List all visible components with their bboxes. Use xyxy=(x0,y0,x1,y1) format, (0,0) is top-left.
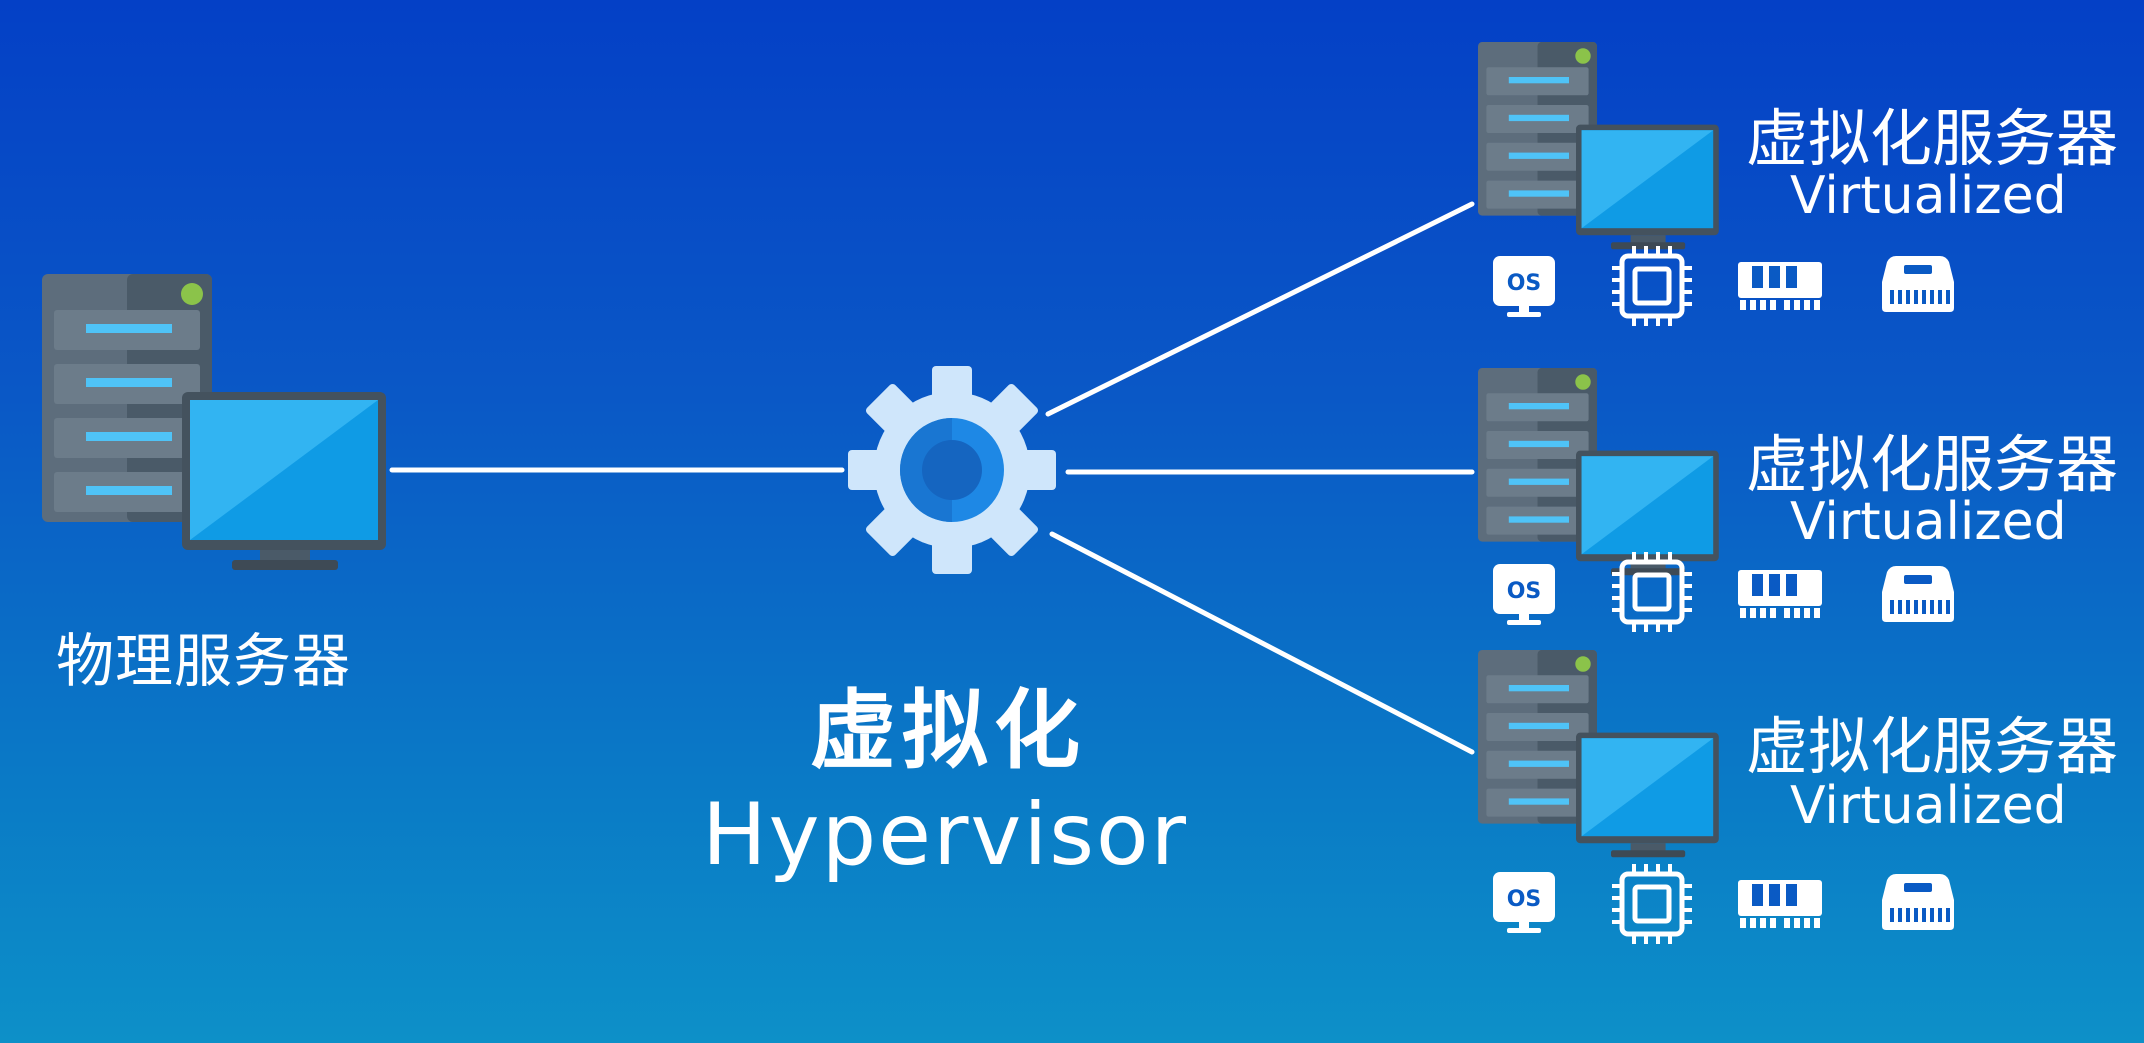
virtual-server-label-zh: 虚拟化服务器 xyxy=(1746,710,2119,783)
hypervisor-label-zh: 虚拟化 xyxy=(810,681,1086,781)
virtual-server-label-en: Virtualized xyxy=(1790,166,2067,226)
ram-module-icon xyxy=(1738,880,1822,928)
cpu-chip-icon xyxy=(1612,246,1692,326)
ram-module-icon xyxy=(1738,262,1822,310)
virtual-server-label-zh: 虚拟化服务器 xyxy=(1746,428,2119,501)
virtual-server-icon xyxy=(1478,42,1719,250)
disk-drive-icon xyxy=(1882,874,1954,930)
disk-drive-icon xyxy=(1882,256,1954,312)
virtual-server-label-zh: 虚拟化服务器 xyxy=(1746,102,2119,175)
physical-server-icon xyxy=(42,274,386,570)
os-badge-text: OS xyxy=(1507,271,1542,296)
cpu-chip-icon xyxy=(1612,864,1692,944)
gear-icon xyxy=(848,366,1056,574)
connector-hypervisor-vm-3 xyxy=(1049,531,1475,755)
connector-hypervisor-vm-1 xyxy=(1045,201,1475,417)
virtual-server-icon xyxy=(1478,650,1719,858)
virtual-server-icon xyxy=(1478,368,1719,576)
virtual-server-label-en: Virtualized xyxy=(1790,492,2067,552)
physical-server-label: 物理服务器 xyxy=(56,627,352,695)
os-monitor-icon: OS xyxy=(1493,256,1555,317)
os-badge-text: OS xyxy=(1507,887,1542,912)
hypervisor-label-en: Hypervisor xyxy=(702,785,1188,885)
cpu-chip-icon xyxy=(1612,552,1692,632)
virtual-server-label-en: Virtualized xyxy=(1790,776,2067,836)
os-monitor-icon: OS xyxy=(1493,564,1555,625)
connector-lines xyxy=(389,201,1475,755)
os-monitor-icon: OS xyxy=(1493,872,1555,933)
os-badge-text: OS xyxy=(1507,579,1542,604)
ram-module-icon xyxy=(1738,570,1822,618)
disk-drive-icon xyxy=(1882,566,1954,622)
